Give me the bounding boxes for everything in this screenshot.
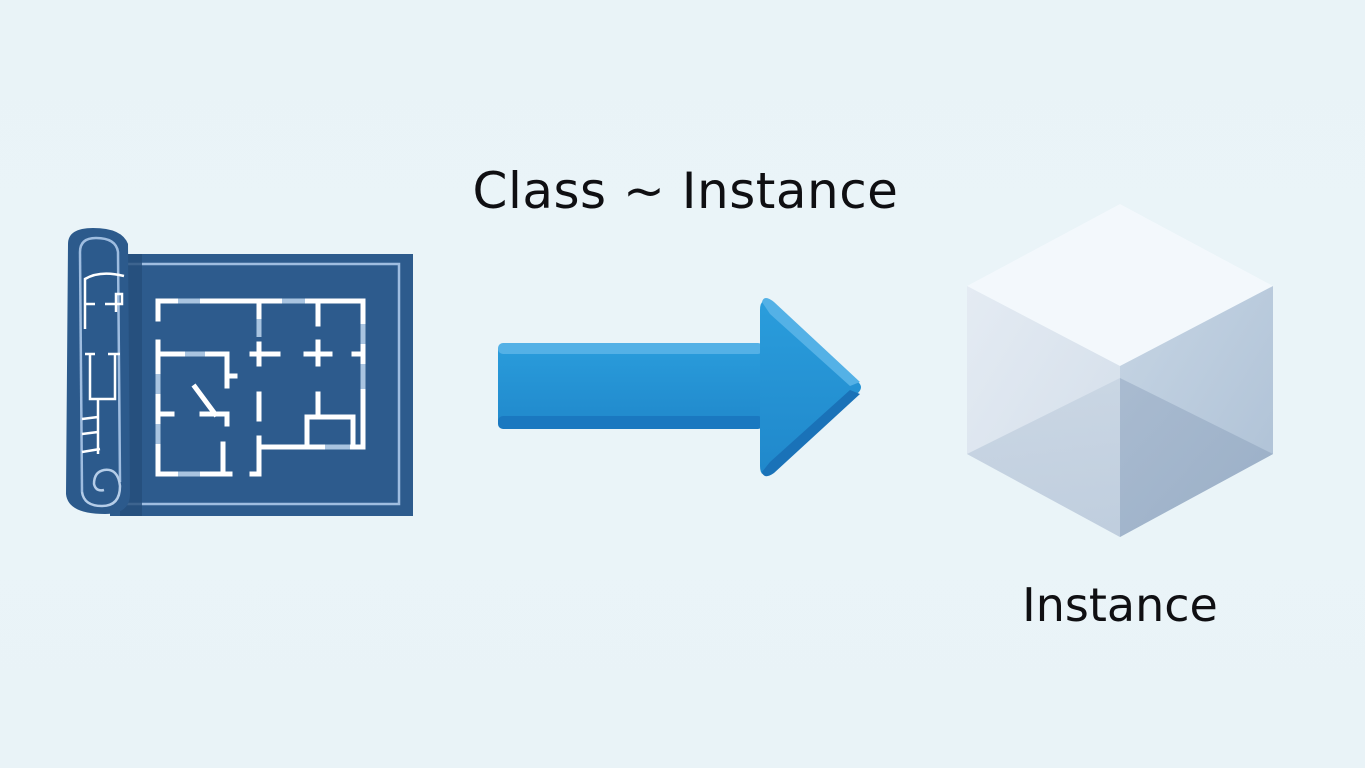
arrow-shaft [498, 343, 763, 429]
blueprint-sheet [110, 254, 413, 516]
diagram-title: Class ~ Instance [0, 162, 1365, 220]
cube-top-face [967, 204, 1273, 366]
arrow-right-icon [498, 298, 861, 477]
floorplan-walls [155, 298, 366, 477]
floorplan-windows [155, 298, 366, 477]
instance-label: Instance [1022, 578, 1218, 632]
blueprint-icon [66, 228, 413, 516]
cube-icon [967, 204, 1273, 537]
roll-floorplan [81, 272, 125, 454]
arrow-head [760, 301, 861, 475]
diagram-title-text: Class ~ Instance [472, 162, 899, 220]
